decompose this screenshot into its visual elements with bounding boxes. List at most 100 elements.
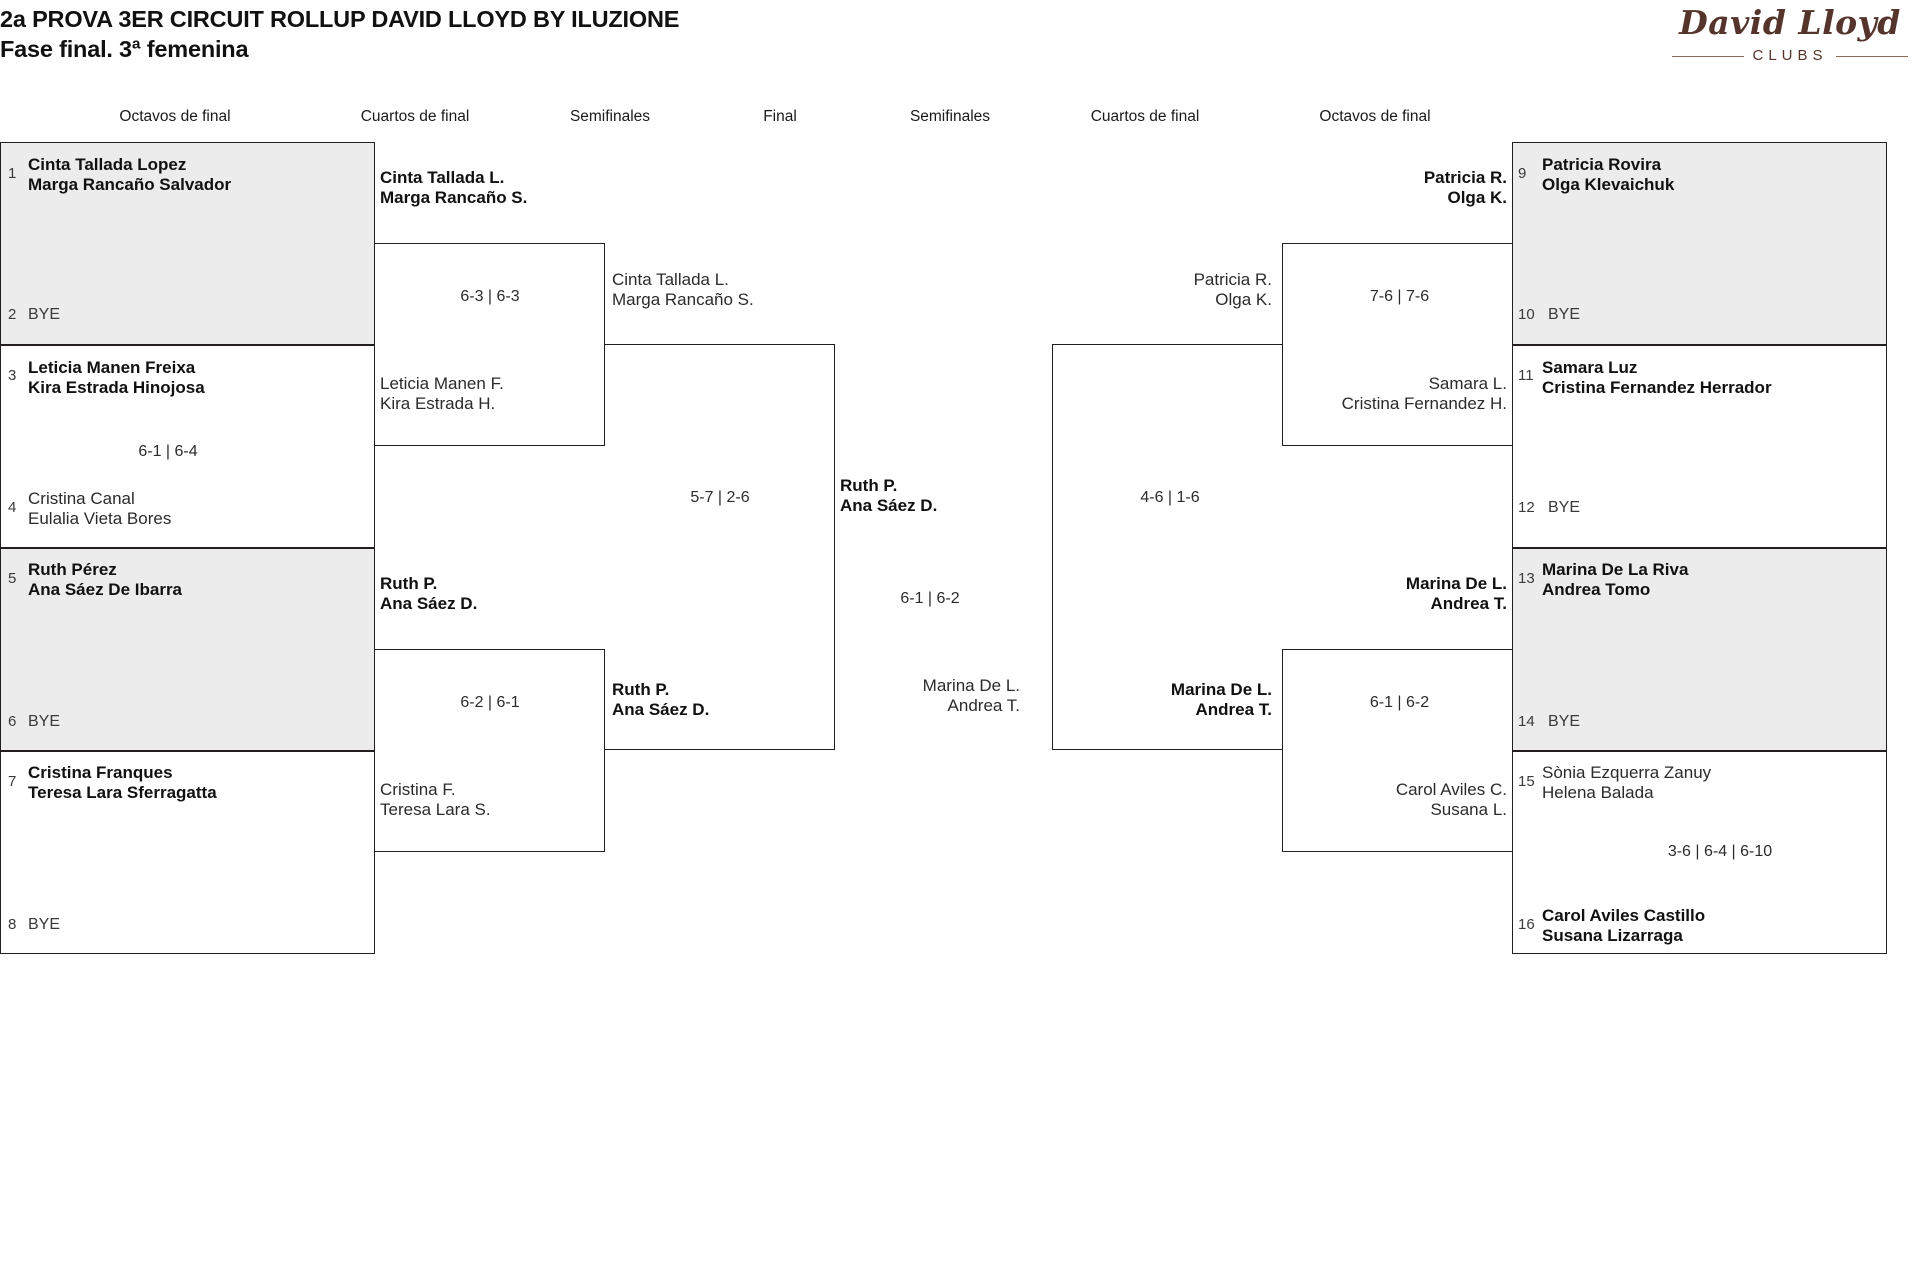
match-box-r2[interactable] [1512, 345, 1887, 548]
match-box-r1[interactable] [1512, 142, 1887, 345]
score-l-qf-1: 6-3 | 6-3 [460, 288, 520, 305]
score-l-qf-2: 6-2 | 6-1 [460, 694, 520, 711]
sf-line-r1b: Olga K. [1215, 289, 1272, 309]
player-line-15a: Sònia Ezquerra Zanuy [1542, 763, 1712, 782]
sf-line-l2b: Ana Sáez D. [612, 699, 710, 719]
player-entry-9: Patricia Rovira Olga Klevaichuk [1542, 155, 1674, 194]
seed-number-12: 12 [1518, 499, 1535, 516]
score-final: 6-1 | 6-2 [900, 590, 960, 607]
match-box-r3[interactable] [1512, 548, 1887, 751]
round-header-left-qf: Cuartos de final [360, 108, 470, 125]
seed-number-10: 10 [1518, 306, 1535, 323]
player-entry-16: Carol Aviles Castillo Susana Lizarraga [1542, 906, 1705, 945]
qf-entry-r2: Samara L. Cristina Fernandez H. [1272, 374, 1507, 413]
final-line-1b: Ana Sáez D. [840, 495, 938, 515]
player-line-8a: BYE [28, 916, 61, 933]
connector-r-qf-1 [1282, 243, 1512, 446]
player-line-13b: Andrea Tomo [1542, 579, 1651, 599]
seed-number-13: 13 [1518, 570, 1535, 587]
final-entry-2: Marina De L. Andrea T. [760, 676, 1020, 715]
round-header-right-r16: Octavos de final [1319, 108, 1431, 125]
player-line-16b: Susana Lizarraga [1542, 925, 1683, 945]
seed-number-6: 6 [8, 713, 17, 730]
player-line-15b: Helena Balada [1542, 782, 1654, 802]
sf-entry-l1: Cinta Tallada L. Marga Rancaño S. [612, 270, 754, 309]
final-entry-1: Ruth P. Ana Sáez D. [840, 476, 937, 515]
round-header-right-sf: Semifinales [909, 108, 991, 125]
sf-line-l1a: Cinta Tallada L. [612, 270, 729, 289]
player-line-1a: Cinta Tallada Lopez [28, 155, 187, 174]
player-entry-13: Marina De La Riva Andrea Tomo [1542, 560, 1688, 599]
final-line-2b: Andrea T. [947, 695, 1020, 715]
player-line-7b: Teresa Lara Sferragatta [28, 782, 217, 802]
qf-entry-r4: Carol Aviles C. Susana L. [1272, 780, 1507, 819]
logo-subtitle: CLUBS [1744, 47, 1836, 64]
player-entry-10: BYE [1548, 305, 1580, 325]
player-entry-3: Leticia Manen Freixa Kira Estrada Hinojo… [28, 358, 205, 397]
seed-number-11: 11 [1518, 367, 1534, 384]
round-header-left-r16: Octavos de final [119, 108, 231, 125]
qf-line-l3b: Ana Sáez D. [380, 593, 478, 613]
connector-l-qf-2 [375, 649, 605, 852]
player-entry-1: Cinta Tallada Lopez Marga Rancaño Salvad… [28, 155, 231, 194]
seed-number-9: 9 [1518, 165, 1527, 182]
player-line-12a: BYE [1548, 499, 1581, 516]
sf-line-l2a: Ruth P. [612, 680, 670, 699]
seed-number-2: 2 [8, 306, 17, 323]
logo-wordmark: David Lloyd [1679, 3, 1901, 42]
player-line-16a: Carol Aviles Castillo [1542, 906, 1706, 925]
qf-line-l1b: Marga Rancaño S. [380, 187, 528, 207]
sf-line-r2a: Marina De L. [1170, 680, 1272, 699]
match-box-l2[interactable] [0, 345, 375, 548]
player-line-4a: Cristina Canal [28, 489, 135, 508]
seed-number-14: 14 [1518, 713, 1535, 730]
title-line-1: 2a PROVA 3ER CIRCUIT ROLLUP DAVID LLOYD … [0, 6, 680, 32]
round-header-right-qf: Cuartos de final [1090, 108, 1200, 125]
sf-line-l1b: Marga Rancaño S. [612, 289, 754, 309]
qf-entry-r1: Patricia R. Olga K. [1292, 168, 1507, 207]
score-r-qf-2: 6-1 | 6-2 [1369, 694, 1430, 711]
player-line-10a: BYE [1548, 306, 1581, 323]
seed-number-16: 16 [1518, 916, 1535, 933]
score-r-r16-4: 3-6 | 6-4 | 6-10 [1667, 843, 1773, 860]
match-box-r4[interactable] [1512, 751, 1887, 954]
qf-line-r2b: Cristina Fernandez H. [1341, 393, 1507, 413]
player-entry-12: BYE [1548, 498, 1580, 518]
qf-line-l4b: Teresa Lara S. [380, 799, 491, 819]
player-line-6a: BYE [28, 713, 61, 730]
seed-number-3: 3 [8, 367, 17, 384]
player-entry-2: BYE [28, 305, 60, 325]
seed-number-8: 8 [8, 916, 17, 933]
player-line-4b: Eulalia Vieta Bores [28, 508, 172, 528]
player-line-2a: BYE [28, 306, 61, 323]
player-line-5b: Ana Sáez De Ibarra [28, 579, 183, 599]
qf-line-r4a: Carol Aviles C. [1395, 780, 1507, 799]
match-box-l3[interactable] [0, 548, 375, 751]
player-entry-14: BYE [1548, 712, 1580, 732]
sf-entry-l2: Ruth P. Ana Sáez D. [612, 680, 709, 719]
player-entry-7: Cristina Franques Teresa Lara Sferragatt… [28, 763, 217, 802]
logo-subtitle-row: CLUBS [1664, 47, 1916, 65]
qf-line-r3b: Andrea T. [1430, 593, 1507, 613]
score-r-qf-1: 7-6 | 7-6 [1369, 288, 1430, 305]
qf-entry-l4: Cristina F. Teresa Lara S. [380, 780, 491, 819]
title-line-2: Fase final. 3ª femenina [0, 36, 249, 62]
match-box-l1[interactable] [0, 142, 375, 345]
player-line-7a: Cristina Franques [28, 763, 173, 782]
connector-r-sf [1052, 344, 1282, 750]
player-line-9b: Olga Klevaichuk [1542, 174, 1675, 194]
sf-line-r2b: Andrea T. [1195, 699, 1272, 719]
player-line-13a: Marina De La Riva [1542, 560, 1689, 579]
player-line-11a: Samara Luz [1542, 358, 1638, 377]
connector-r-qf-2 [1282, 649, 1512, 852]
qf-entry-l2: Leticia Manen F. Kira Estrada H. [380, 374, 504, 413]
qf-entry-l1: Cinta Tallada L. Marga Rancaño S. [380, 168, 527, 207]
seed-number-5: 5 [8, 570, 17, 587]
player-line-14a: BYE [1548, 713, 1581, 730]
player-line-1b: Marga Rancaño Salvador [28, 174, 232, 194]
qf-line-r1b: Olga K. [1447, 187, 1507, 207]
match-box-l4[interactable] [0, 751, 375, 954]
qf-line-l2b: Kira Estrada H. [380, 393, 496, 413]
page-title: 2a PROVA 3ER CIRCUIT ROLLUP DAVID LLOYD … [0, 4, 679, 64]
